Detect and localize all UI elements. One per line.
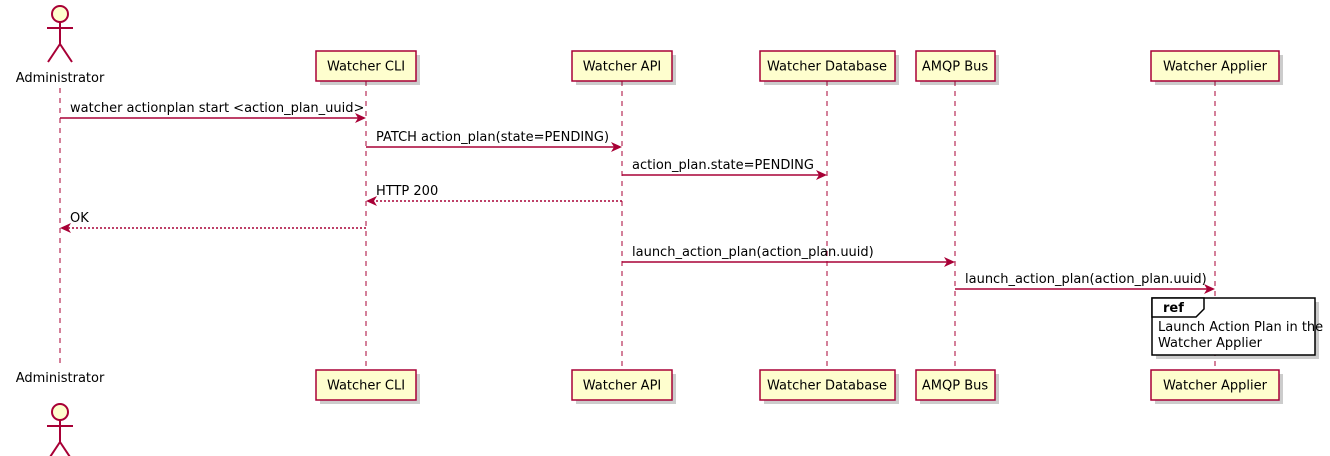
actor-administrator[interactable]: Administrator — [16, 371, 105, 456]
participant-watcher-applier-bottom[interactable]: Watcher Applier — [1150, 369, 1283, 404]
message-6-watcher-api-to-amqp-bus[interactable]: launch_action_plan(action_plan.uuid) — [622, 245, 955, 267]
actor-head-icon — [51, 5, 69, 23]
message-2-watcher-cli-to-watcher-api[interactable]: PATCH action_plan(state=PENDING) — [366, 130, 622, 152]
participant-box[interactable] — [571, 369, 673, 401]
participant-box[interactable] — [571, 50, 673, 82]
actor-body-icon — [47, 420, 73, 456]
participant-box[interactable] — [1150, 50, 1280, 82]
participant-watcher-api-top[interactable]: Watcher API — [571, 50, 676, 85]
message-arrowhead — [366, 196, 377, 206]
message-label: action_plan.state=PENDING — [632, 158, 814, 173]
message-arrowhead — [944, 257, 955, 267]
message-label: watcher actionplan start <action_plan_uu… — [70, 101, 364, 116]
participant-label: Watcher CLI — [327, 379, 405, 394]
message-arrowhead — [355, 113, 366, 123]
participant-box[interactable] — [315, 369, 417, 401]
message-1-administrator-to-watcher-cli[interactable]: watcher actionplan start <action_plan_uu… — [60, 101, 366, 123]
reference-frame-keyword: ref — [1163, 301, 1184, 316]
participant-label: AMQP Bus — [922, 60, 988, 75]
message-label: HTTP 200 — [376, 184, 438, 199]
message-7-amqp-bus-to-watcher-applier[interactable]: launch_action_plan(action_plan.uuid) — [955, 272, 1215, 294]
actor-label: Administrator — [16, 371, 105, 386]
participant-label: AMQP Bus — [922, 379, 988, 394]
actor-body-icon — [47, 22, 73, 63]
participant-label: Watcher CLI — [327, 60, 405, 75]
message-arrowhead — [60, 223, 71, 233]
participant-label: Watcher Database — [767, 379, 887, 394]
actor-label: Administrator — [16, 71, 105, 86]
participant-label: Watcher Applier — [1163, 379, 1268, 394]
message-label: launch_action_plan(action_plan.uuid) — [632, 245, 874, 260]
message-label: OK — [70, 211, 89, 226]
participant-amqp-bus-top[interactable]: AMQP Bus — [915, 50, 999, 85]
participant-box[interactable] — [759, 50, 896, 82]
reference-frame-line: Launch Action Plan in the — [1158, 320, 1323, 335]
message-4-watcher-api-to-watcher-cli[interactable]: HTTP 200 — [366, 184, 622, 206]
participant-label: Watcher Applier — [1163, 60, 1268, 75]
actor-administrator[interactable]: Administrator — [16, 5, 105, 86]
message-5-watcher-cli-to-administrator[interactable]: OK — [60, 211, 366, 233]
message-arrowhead — [611, 142, 622, 152]
participant-box[interactable] — [915, 369, 996, 401]
actor-head-icon — [51, 403, 69, 421]
participant-watcher-database-top[interactable]: Watcher Database — [759, 50, 899, 85]
participant-label: Watcher API — [583, 379, 662, 394]
message-3-watcher-api-to-watcher-database[interactable]: action_plan.state=PENDING — [622, 158, 827, 180]
message-label: launch_action_plan(action_plan.uuid) — [965, 272, 1207, 287]
participant-box[interactable] — [1150, 369, 1280, 401]
participant-watcher-cli-bottom[interactable]: Watcher CLI — [315, 369, 420, 404]
message-arrowhead — [816, 170, 827, 180]
participant-watcher-cli-top[interactable]: Watcher CLI — [315, 50, 420, 85]
participant-label: Watcher Database — [767, 60, 887, 75]
reference-frame-line: Watcher Applier — [1158, 336, 1263, 351]
message-label: PATCH action_plan(state=PENDING) — [376, 130, 609, 145]
participant-watcher-applier-top[interactable]: Watcher Applier — [1150, 50, 1283, 85]
message-arrowhead — [1204, 284, 1215, 294]
participant-box[interactable] — [315, 50, 417, 82]
participant-box[interactable] — [759, 369, 896, 401]
participant-box[interactable] — [915, 50, 996, 82]
participant-label: Watcher API — [583, 60, 662, 75]
reference-frame-tab — [1151, 297, 1205, 318]
participant-watcher-database-bottom[interactable]: Watcher Database — [759, 369, 899, 404]
participant-amqp-bus-bottom[interactable]: AMQP Bus — [915, 369, 999, 404]
participant-watcher-api-bottom[interactable]: Watcher API — [571, 369, 676, 404]
